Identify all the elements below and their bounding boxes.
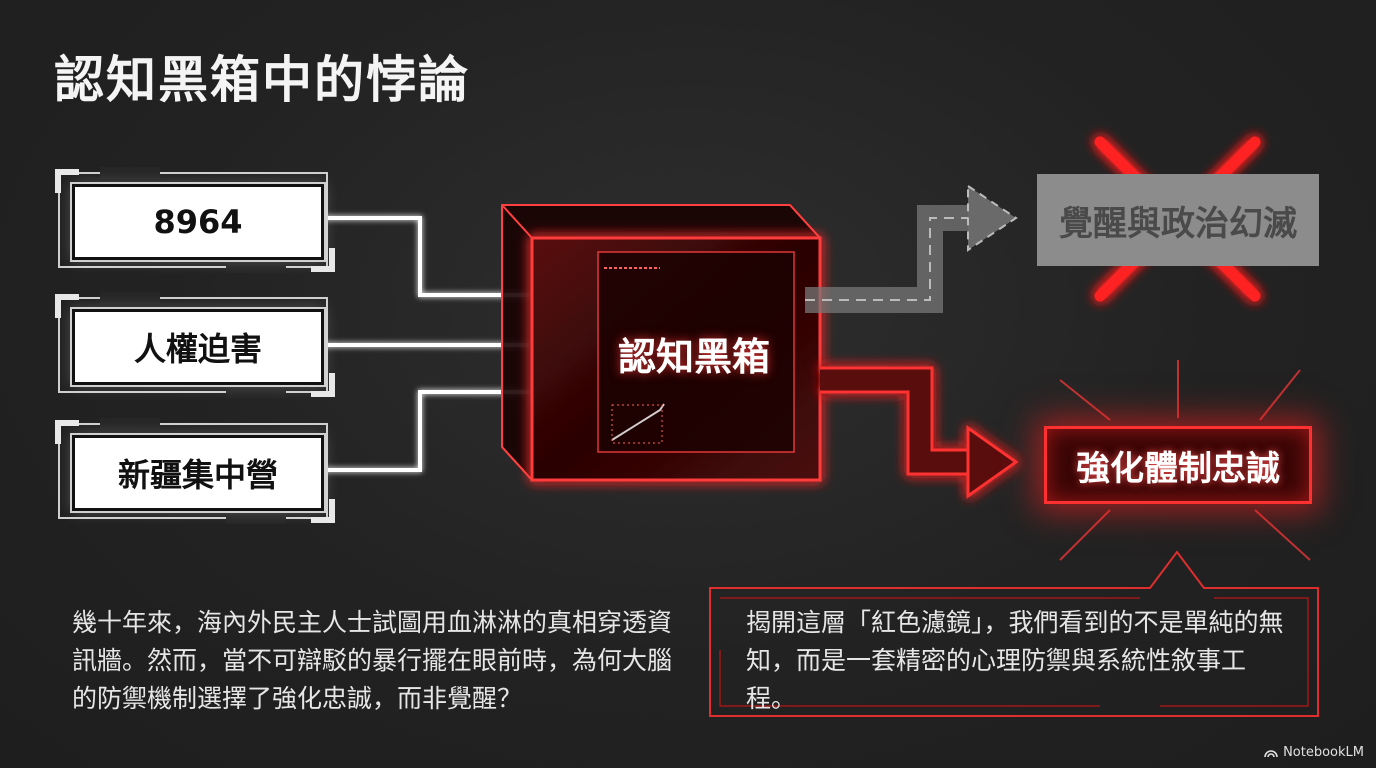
callout-frame xyxy=(709,550,1319,717)
frame-corner xyxy=(311,499,335,523)
rejected-outcome-label: 覺醒與政治幻滅 xyxy=(1059,203,1297,244)
rejected-outcome: 覺醒與政治幻滅 xyxy=(1037,174,1319,266)
chosen-outcome-label: 強化體制忠誠 xyxy=(1076,448,1280,489)
brand-watermark: NotebookLM xyxy=(1264,745,1364,760)
red-path-arrow xyxy=(820,366,1019,499)
input-frame-3 xyxy=(58,418,328,524)
frame-corner xyxy=(55,420,79,444)
input-connectors xyxy=(324,216,535,472)
connector-xinjiang xyxy=(324,390,535,472)
input-box-xinjiang: 新疆集中營 xyxy=(72,435,324,511)
frame-corner xyxy=(55,294,79,318)
frame-corner xyxy=(55,169,79,193)
input-label: 人權迫害 xyxy=(133,330,262,368)
input-frame-2 xyxy=(58,292,328,398)
intro-paragraph: 幾十年來，海內外民主人士試圖用血淋淋的真相穿透資訊牆。然而，當不可辯駁的暴行擺在… xyxy=(72,608,673,713)
input-label: 新疆集中營 xyxy=(117,456,278,494)
notebooklm-logo-icon xyxy=(1264,750,1278,758)
input-label: 8964 xyxy=(153,203,243,241)
frame-corner xyxy=(311,248,335,272)
black-box-label: 認知黑箱 xyxy=(617,335,770,379)
page-title: 認知黑箱中的悖論 xyxy=(54,51,470,109)
input-box-human-rights: 人權迫害 xyxy=(72,309,324,385)
grey-path-arrow xyxy=(805,184,1018,313)
brand-label: NotebookLM xyxy=(1283,745,1364,760)
red-burst xyxy=(1059,360,1311,561)
red-arrowhead xyxy=(966,425,1019,499)
callout-paragraph: 揭開這層「紅色濾鏡」，我們看到的不是單純的無知，而是一套精密的心理防禦與系統性敘… xyxy=(746,608,1284,713)
input-frame-1 xyxy=(58,167,328,273)
grey-arrowhead xyxy=(967,184,1018,252)
connector-8964 xyxy=(324,216,535,297)
black-box-cube xyxy=(501,204,822,482)
frame-corner xyxy=(311,373,335,397)
input-box-8964: 8964 xyxy=(72,184,324,260)
chosen-outcome: 強化體制忠誠 xyxy=(1044,426,1312,504)
